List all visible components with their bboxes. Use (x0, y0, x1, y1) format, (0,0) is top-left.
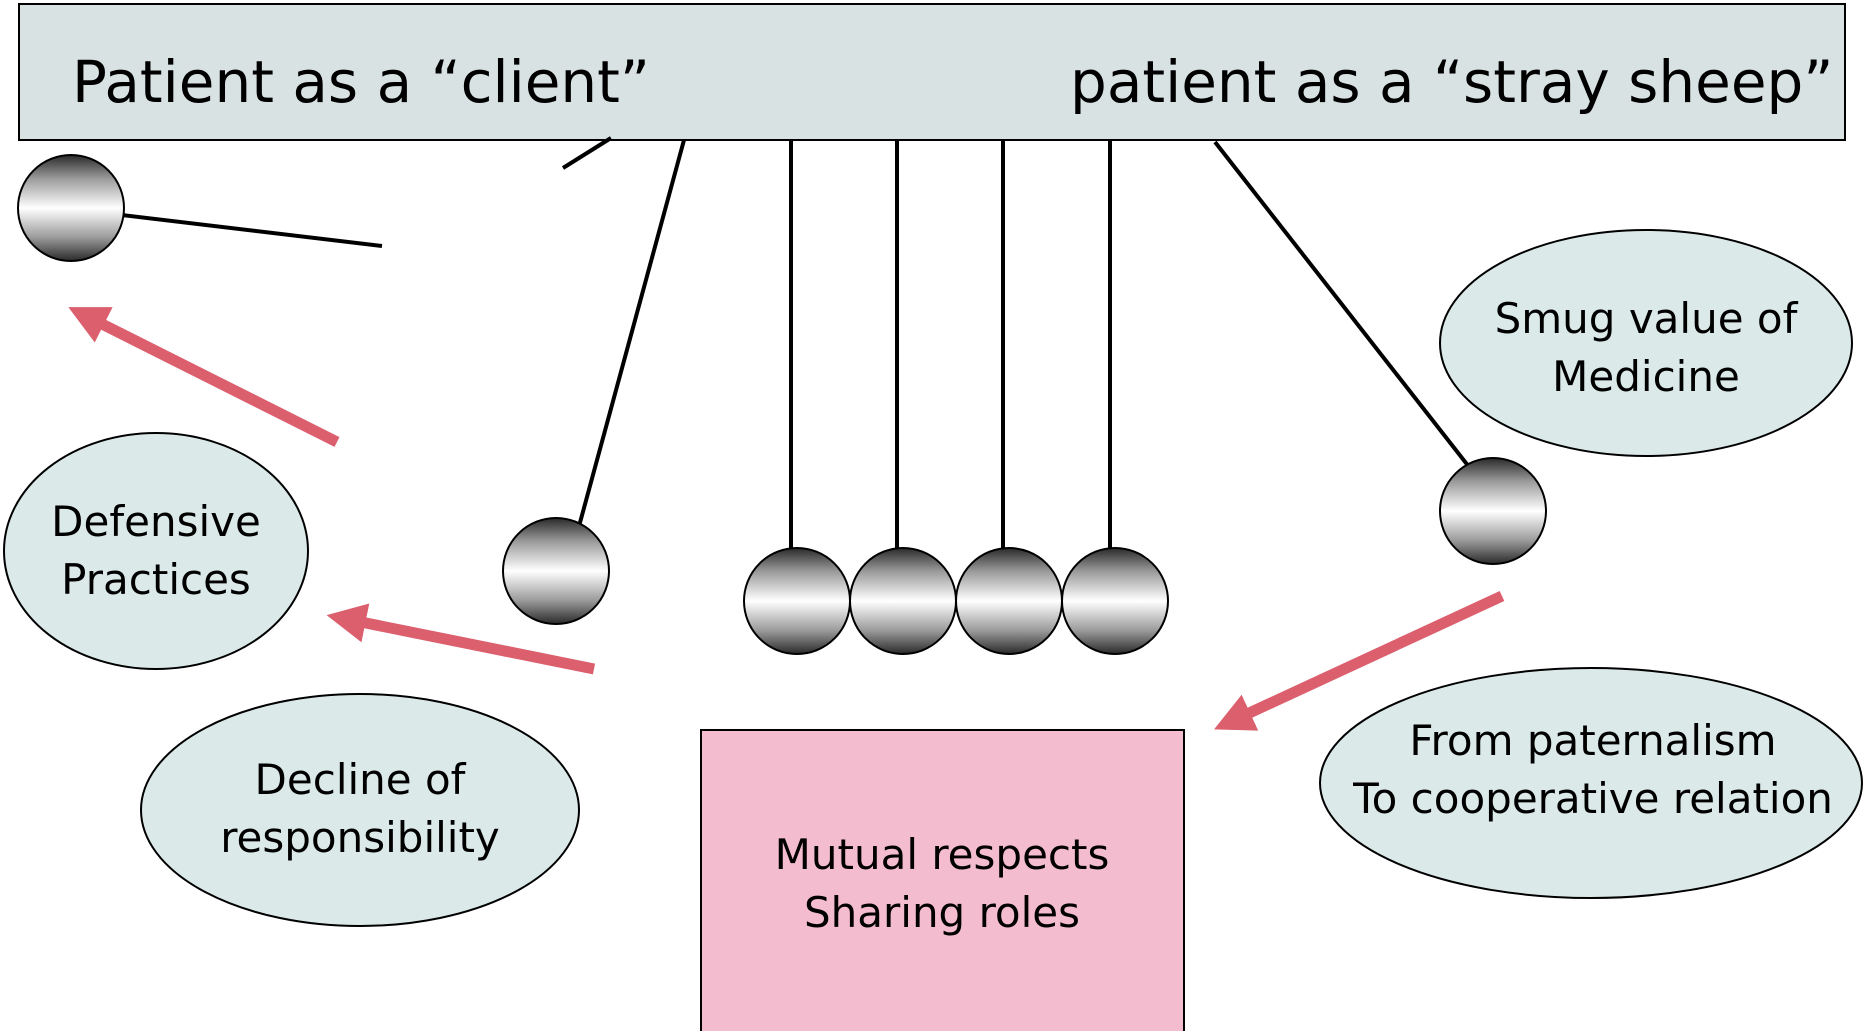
string-right (1213, 140, 1475, 474)
ball-far-left (17, 154, 125, 262)
string-far-left (121, 213, 383, 248)
arrow-to-defensive (326, 603, 596, 675)
ball-right (1439, 457, 1547, 565)
pendulum-balls (17, 154, 1547, 655)
bubble-paternalism: From paternalism To cooperative relation (1319, 667, 1863, 899)
ball-center-4 (1061, 547, 1169, 655)
header-left-label: Patient as a “client” (72, 48, 650, 116)
center-box-line1: Mutual respects (775, 830, 1110, 879)
bubble-decline: Decline of responsibility (140, 693, 580, 927)
bubble-defensive-line2: Practices (61, 555, 251, 604)
center-box-line2: Sharing roles (804, 888, 1080, 937)
bubble-decline-line2: responsibility (220, 813, 500, 862)
bubble-paternalism-line1: From paternalism (1409, 716, 1776, 765)
ball-center-2 (849, 547, 957, 655)
header-right-label: patient as a “stray sheep” (1070, 48, 1833, 116)
arrow-to-far-left-ball (68, 307, 340, 447)
bubble-paternalism-line2: To cooperative relation (1352, 774, 1833, 823)
bubble-decline-line1: Decline of (255, 755, 467, 804)
bubble-smug-value: Smug value of Medicine (1439, 229, 1853, 457)
string-left (576, 139, 686, 531)
ball-left (502, 517, 610, 625)
arrow-to-center-box (1214, 591, 1505, 731)
bubble-smug-value-line2: Medicine (1552, 352, 1740, 401)
center-box: Mutual respects Sharing roles (700, 729, 1185, 1031)
header-bar (18, 3, 1846, 141)
string-stub (561, 136, 613, 170)
ball-center-1 (743, 547, 851, 655)
pendulum-strings (121, 136, 1475, 552)
arrows (68, 307, 1505, 731)
bubble-defensive-line1: Defensive (51, 497, 261, 546)
bubble-smug-value-line1: Smug value of (1495, 294, 1799, 343)
bubble-defensive: Defensive Practices (3, 432, 309, 670)
ball-center-3 (955, 547, 1063, 655)
